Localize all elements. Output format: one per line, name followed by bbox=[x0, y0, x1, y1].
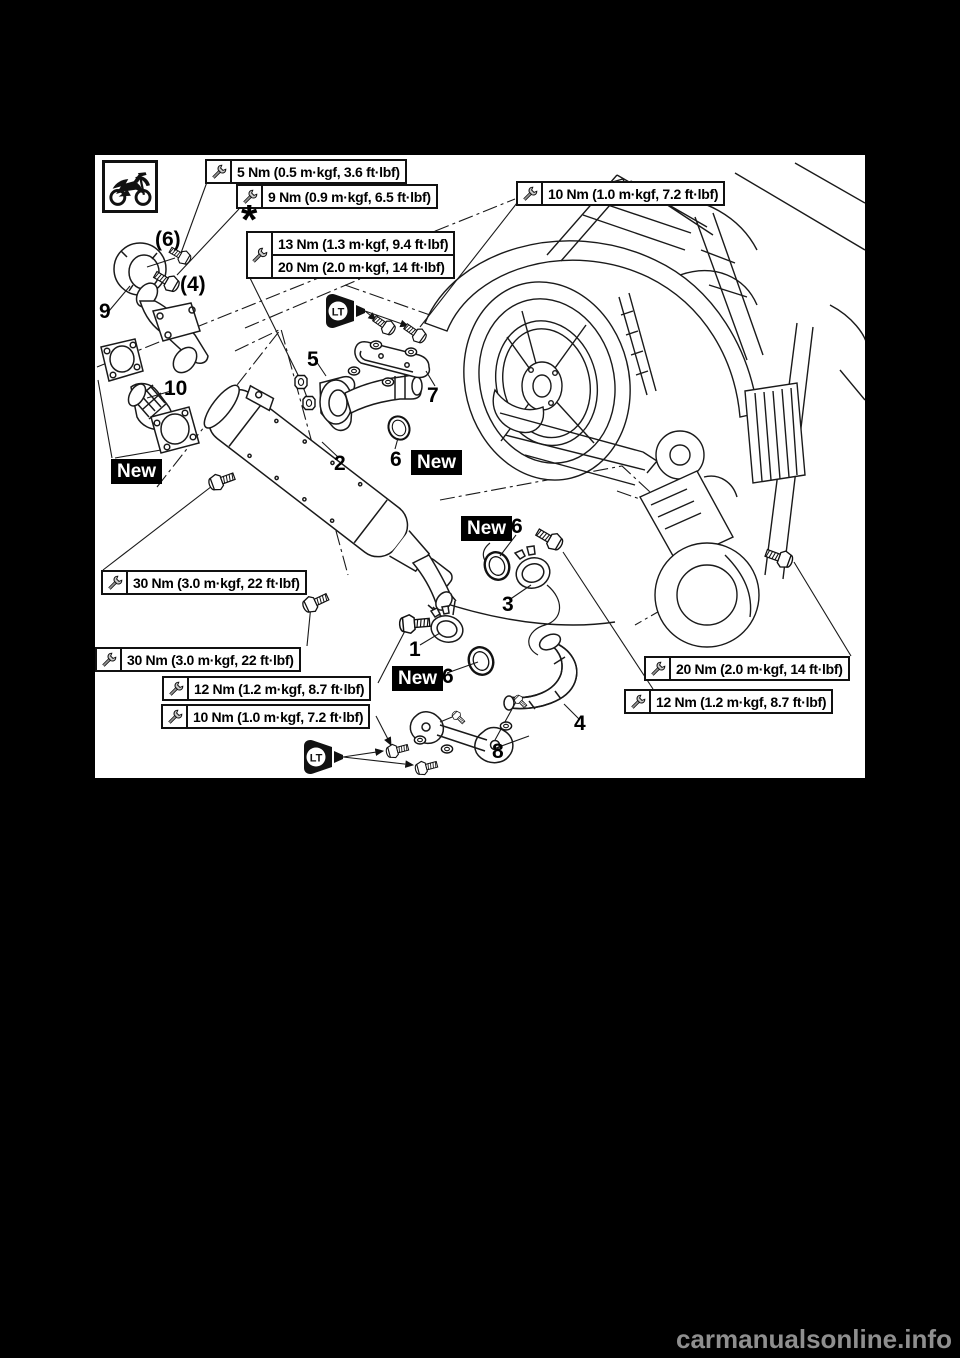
torque-wrench-icon bbox=[646, 658, 671, 679]
torque-callout: 30 Nm (3.0 m·kgf, 22 ft·lbf) bbox=[101, 570, 307, 595]
torque-callout: 12 Nm (1.2 m·kgf, 8.7 ft·lbf) bbox=[162, 676, 372, 701]
exploded-diagram-artwork bbox=[96, 162, 865, 778]
torque-value: 5 Nm (0.5 m·kgf, 3.6 ft·lbf) bbox=[237, 163, 400, 180]
torque-wrench-icon bbox=[626, 691, 651, 712]
torque-wrench-icon bbox=[103, 572, 128, 593]
exhaust-parts-drawing bbox=[100, 242, 578, 764]
leader-lines bbox=[97, 181, 852, 768]
watermark: carmanualsonline.info bbox=[676, 1324, 952, 1354]
new-part-badge: New bbox=[111, 459, 163, 484]
torque-callout: 20 Nm (2.0 m·kgf, 14 ft·lbf) bbox=[644, 656, 850, 681]
part-label-7: 7 bbox=[427, 384, 439, 407]
torque-wrench-icon bbox=[238, 186, 263, 207]
exploded-view-panel: 5 Nm (0.5 m·kgf, 3.6 ft·lbf) 9 Nm (0.9 m… bbox=[95, 155, 865, 778]
torque-callout-double: 13 Nm (1.3 m·kgf, 9.4 ft·lbf) 20 Nm (2.0… bbox=[246, 231, 456, 279]
torque-callout: 9 Nm (0.9 m·kgf, 6.5 ft·lbf) bbox=[236, 184, 438, 209]
part-label-6b: 6 bbox=[511, 515, 523, 538]
torque-value: 10 Nm (1.0 m·kgf, 7.2 ft·lbf) bbox=[193, 708, 364, 725]
part-label-6a: 6 bbox=[390, 448, 402, 471]
torque-value: 12 Nm (1.2 m·kgf, 8.7 ft·lbf) bbox=[194, 680, 365, 697]
loctite-label: LT bbox=[332, 307, 345, 319]
new-part-badge: New bbox=[411, 450, 463, 475]
motorcycle-rear-drawing bbox=[424, 162, 865, 648]
part-label-4-qty: (4) bbox=[180, 273, 206, 296]
torque-value-rows: 13 Nm (1.3 m·kgf, 9.4 ft·lbf) 20 Nm (2.0… bbox=[273, 233, 454, 277]
motorcycle-icon bbox=[109, 171, 152, 206]
part-label-1: 1 bbox=[409, 638, 421, 661]
part-label-4: 4 bbox=[574, 712, 586, 735]
part-label-9: 9 bbox=[99, 300, 111, 323]
torque-value: 20 Nm (2.0 m·kgf, 14 ft·lbf) bbox=[676, 660, 843, 677]
part-label-6-qty: (6) bbox=[155, 228, 181, 251]
new-part-badge: New bbox=[461, 516, 513, 541]
torque-value: 20 Nm (2.0 m·kgf, 14 ft·lbf) bbox=[278, 258, 445, 275]
torque-wrench-icon bbox=[207, 161, 232, 182]
torque-value: 13 Nm (1.3 m·kgf, 9.4 ft·lbf) bbox=[273, 233, 454, 256]
new-part-badge: New bbox=[392, 666, 444, 691]
torque-wrench-icon bbox=[518, 183, 543, 204]
torque-callout: 10 Nm (1.0 m·kgf, 7.2 ft·lbf) bbox=[516, 181, 726, 206]
loctite-icon: LT bbox=[323, 291, 367, 336]
torque-value: 30 Nm (3.0 m·kgf, 22 ft·lbf) bbox=[127, 651, 294, 668]
torque-value: 9 Nm (0.9 m·kgf, 6.5 ft·lbf) bbox=[268, 188, 431, 205]
torque-value: 12 Nm (1.2 m·kgf, 8.7 ft·lbf) bbox=[656, 693, 827, 710]
torque-callout: 5 Nm (0.5 m·kgf, 3.6 ft·lbf) bbox=[205, 159, 407, 184]
part-label-3: 3 bbox=[502, 593, 514, 616]
part-label-2: 2 bbox=[334, 452, 346, 475]
part-label-5: 5 bbox=[307, 348, 319, 371]
torque-wrench-icon bbox=[97, 649, 122, 670]
loctite-icon: LT bbox=[301, 737, 345, 782]
torque-value: 10 Nm (1.0 m·kgf, 7.2 ft·lbf) bbox=[548, 185, 719, 202]
torque-wrench-icon bbox=[248, 233, 273, 277]
torque-value: 30 Nm (3.0 m·kgf, 22 ft·lbf) bbox=[133, 574, 300, 591]
torque-wrench-icon bbox=[164, 678, 189, 699]
part-label-6c: 6 bbox=[442, 665, 454, 688]
vehicle-type-box bbox=[102, 160, 158, 213]
loctite-label: LT bbox=[310, 753, 323, 765]
torque-callout: 12 Nm (1.2 m·kgf, 8.7 ft·lbf) bbox=[624, 689, 834, 714]
part-label-10: 10 bbox=[164, 377, 188, 400]
torque-callout: 10 Nm (1.0 m·kgf, 7.2 ft·lbf) bbox=[161, 704, 371, 729]
part-label-8: 8 bbox=[492, 740, 504, 763]
torque-callout: 30 Nm (3.0 m·kgf, 22 ft·lbf) bbox=[95, 647, 301, 672]
torque-wrench-icon bbox=[163, 706, 188, 727]
asterisk-marker: * bbox=[241, 196, 258, 243]
